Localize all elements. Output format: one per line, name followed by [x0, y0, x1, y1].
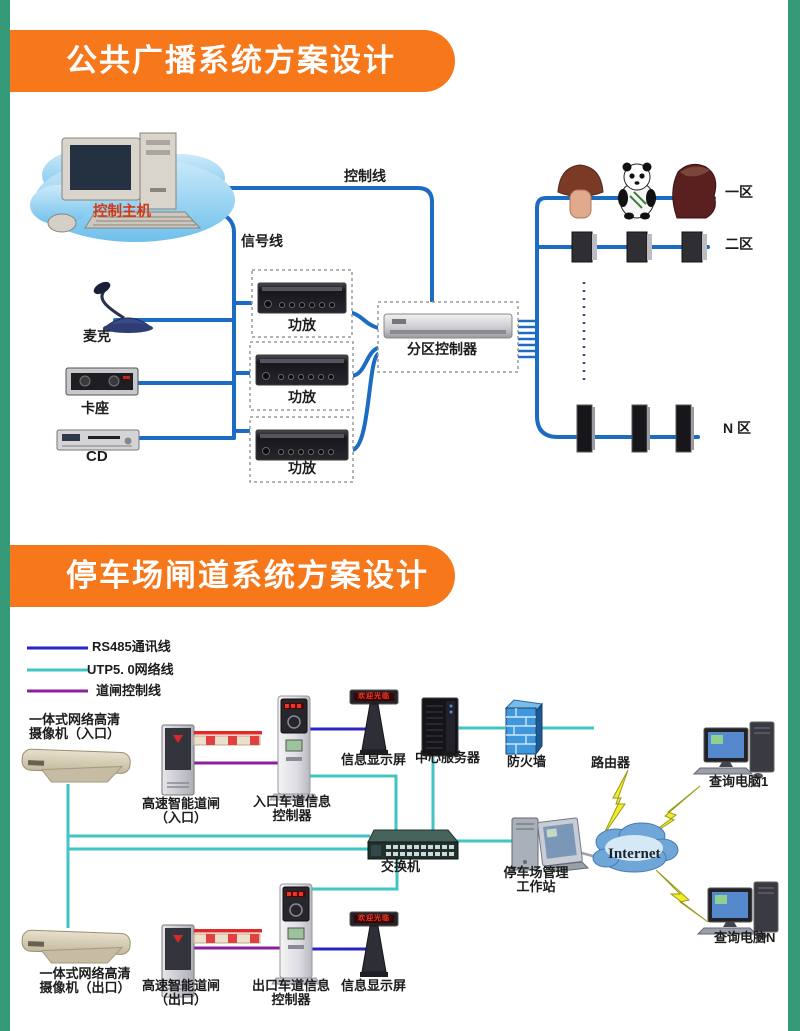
internet-cloud — [592, 822, 679, 873]
kiosk-entrance-label: 入口车道信息 控制器 — [252, 794, 331, 824]
utp-lines — [66, 726, 594, 928]
bolt-internet-pcN — [655, 869, 709, 923]
signal-line-label: 信号线 — [241, 233, 283, 249]
zoneN-label: N 区 — [723, 420, 751, 436]
gate-entrance — [161, 724, 262, 796]
amp2-label: 功放 — [288, 389, 316, 405]
deck-label: 卡座 — [81, 400, 109, 416]
broadcast-diagram — [30, 132, 717, 483]
cd-label: CD — [86, 448, 108, 465]
zone-controller-label: 分区控制器 — [407, 341, 477, 357]
display-entrance-led-text: 欢迎光临 — [358, 693, 390, 700]
query-pc-1 — [692, 721, 775, 779]
network-switch — [367, 829, 460, 860]
internet-label: Internet — [608, 846, 661, 862]
legend-rs485-label: RS485通讯线 — [92, 639, 171, 654]
control-line-label: 控制线 — [344, 168, 386, 184]
camera-entrance — [21, 748, 131, 783]
amplifier-2 — [255, 354, 349, 386]
broadcast-title-banner: 公共广播系统方案设计 — [10, 30, 455, 92]
control-host-label: 控制主机 — [93, 204, 151, 220]
mic-label: 麦克 — [83, 328, 111, 344]
bolt-router-internet — [602, 769, 629, 837]
firewall-label: 防火墙 — [507, 754, 547, 769]
zoneN-speakers — [576, 404, 694, 453]
amplifier-1 — [257, 282, 347, 314]
router-label: 路由器 — [591, 755, 631, 770]
gate-exit-label: 高速智能道闸 （出口） — [141, 978, 220, 1008]
amp1-label: 功放 — [288, 317, 316, 333]
server-label: 中心服务器 — [415, 750, 481, 765]
zone-controller-device — [383, 313, 513, 339]
controller-bundle — [518, 319, 538, 359]
panda-speaker — [618, 162, 656, 220]
central-server — [421, 697, 459, 757]
router-badge: ROUTER — [601, 746, 623, 751]
control-host-computer — [47, 132, 202, 233]
left-green-border — [0, 0, 10, 1031]
legend-lines — [27, 646, 88, 693]
gate-entrance-label: 高速智能道闸 （入口） — [141, 796, 220, 826]
kiosk-exit-label: 出口车道信息 控制器 — [251, 978, 330, 1008]
camera-entrance-label: 一体式网络高清 摄像机（入口） — [29, 712, 121, 742]
query-pc1-label: 查询电脑1 — [709, 774, 769, 789]
query-pc-N — [696, 881, 779, 939]
zone1-label: 一区 — [725, 184, 753, 200]
legend-utp-label: UTP5. 0网络线 — [87, 662, 174, 677]
switch-label: 交换机 — [381, 859, 421, 874]
right-green-border — [788, 0, 800, 1031]
parking-diagram — [21, 646, 779, 998]
display-entrance — [349, 689, 399, 755]
stump-speaker — [672, 163, 717, 219]
display-entrance-label: 信息显示屏 — [341, 752, 407, 767]
zone2-speakers — [571, 231, 707, 263]
kiosk-entrance — [269, 695, 319, 801]
amplifier-3 — [255, 429, 349, 461]
zone-trunk — [535, 196, 716, 439]
zone2-label: 二区 — [725, 236, 753, 252]
amp3-label: 功放 — [288, 460, 316, 476]
query-pcN-label: 查询电脑N — [714, 930, 776, 945]
gate-control-lines — [192, 761, 282, 950]
display-exit-label: 信息显示屏 — [341, 978, 407, 993]
kiosk-exit — [271, 883, 321, 985]
microphone — [93, 281, 154, 333]
cassette-deck — [65, 367, 139, 396]
firewall — [504, 699, 543, 756]
display-exit — [349, 911, 399, 977]
workstation — [511, 817, 590, 873]
workstation-label: 停车场管理 工作站 — [503, 865, 569, 895]
mushroom-speaker — [557, 164, 604, 219]
control-line — [208, 186, 434, 308]
rs485-lines — [306, 727, 376, 951]
legend-gate-label: 道闸控制线 — [96, 683, 162, 698]
camera-exit — [21, 929, 131, 964]
signal-line — [210, 208, 236, 440]
camera-exit-label: 一体式网络高清 摄像机（出口） — [39, 966, 131, 996]
display-exit-led-text: 欢迎光临 — [358, 915, 390, 922]
gate-exit — [161, 924, 262, 998]
cd-player — [56, 429, 140, 451]
parking-title-banner: 停车场闸道系统方案设计 — [10, 545, 455, 607]
